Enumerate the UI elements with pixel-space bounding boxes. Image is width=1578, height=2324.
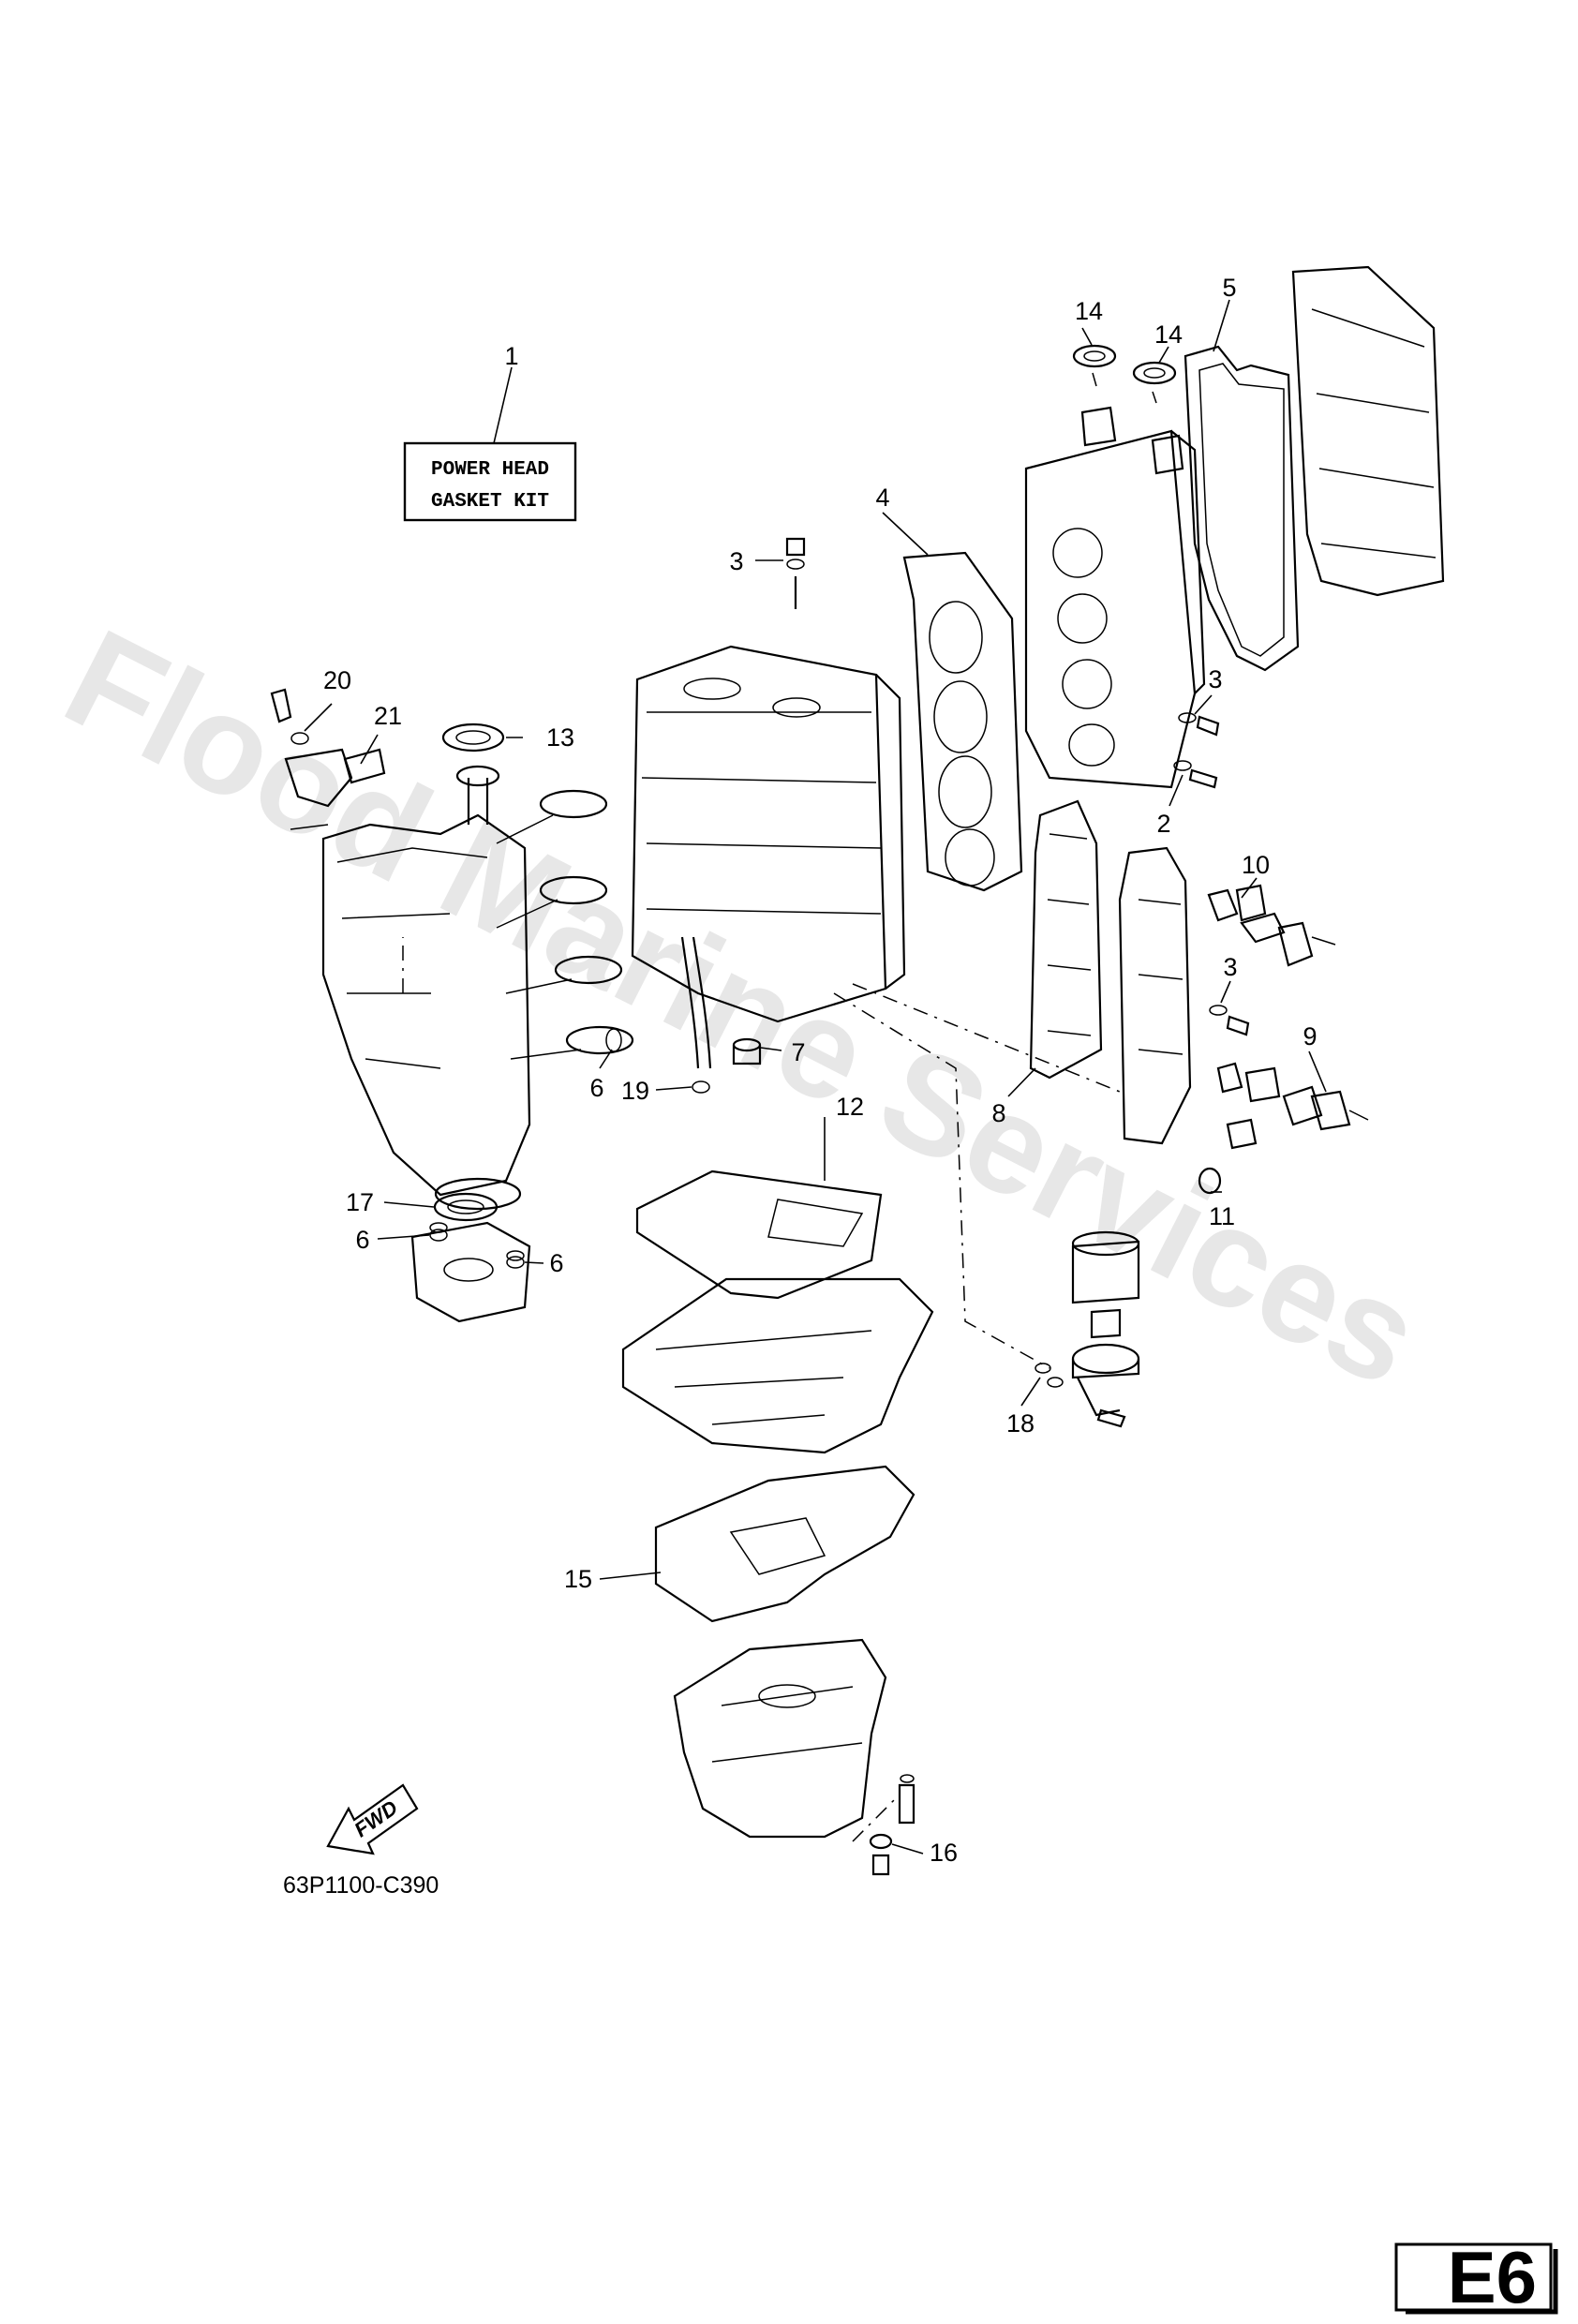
page-id-box: E6 [1394,2236,1558,2318]
cylinder-block-drawing [631,645,906,1069]
o-ring-6b-drawing [429,1229,448,1242]
exhaust-gasket-8-drawing [1029,799,1103,1080]
bolt-3-mid-drawing [1209,1005,1250,1036]
callout-18: 18 [1006,1409,1035,1438]
plug-7-drawing [732,1037,762,1065]
o-ring-19-drawing [692,1080,710,1094]
leader-lines [304,299,1327,1855]
alignment-line [852,1798,896,1842]
seal-11-drawing [1198,1167,1222,1195]
oil-seal-17-drawing [433,1192,499,1222]
callout-3-right: 3 [1208,665,1222,693]
callout-13: 13 [546,723,574,752]
oil-filter-drawing [1035,1230,1140,1428]
exhaust-guide-drawing [621,1277,934,1454]
fwd-arrow-icon: FWD [326,1783,419,1855]
oil-seal-14b-drawing [1132,361,1177,404]
crankcase-assembly-drawing [321,765,634,1211]
callout-21: 21 [374,702,402,730]
callout-1: 1 [504,342,518,370]
callout-14-right: 14 [1154,320,1183,349]
head-gasket-4-drawing [902,551,1023,892]
bolt-3-top-drawing [785,537,806,609]
callout-labels: 1 2 3 3 3 4 5 6 6 6 7 8 9 10 11 12 13 14… [323,274,1317,1867]
callout-16: 16 [930,1839,958,1867]
callout-14-left: 14 [1075,297,1103,325]
head-cover-drawing [1291,265,1445,597]
o-ring-6-drawing [605,1028,622,1052]
exhaust-cover-drawing [1118,846,1192,1145]
callout-20: 20 [323,666,351,694]
thermostat-10-drawing [1207,884,1336,967]
thermostat-9-drawing [1216,1062,1369,1150]
alignment-line [833,992,1050,1369]
callout-10: 10 [1242,851,1270,879]
callout-2: 2 [1156,810,1170,838]
callout-6-upper: 6 [589,1074,603,1102]
oil-seal-13-drawing [441,723,505,752]
kit-label-line1: POWER HEAD [431,459,549,481]
callout-5: 5 [1222,274,1236,302]
callout-9: 9 [1303,1022,1317,1050]
drain-bolt-16-drawing [869,1774,916,1876]
callout-4: 4 [875,484,889,512]
page-id-text: E6 [1448,2236,1537,2318]
alignment-line [852,983,1121,1093]
bolt-3-right-drawing [1178,712,1220,737]
callout-3-top: 3 [729,547,743,575]
callout-17: 17 [346,1188,374,1216]
callout-3-mid: 3 [1223,953,1237,981]
callout-19: 19 [621,1077,649,1105]
callout-11: 11 [1209,1202,1235,1230]
bolt-2-drawing [1173,760,1218,789]
callout-7: 7 [791,1038,805,1066]
gasket-kit-label: POWER HEAD GASKET KIT [403,441,577,522]
fwd-arrow-label: FWD [350,1795,401,1841]
oil-seal-14a-drawing [1072,344,1117,387]
callout-8: 8 [991,1099,1005,1127]
lower-housing-drawing [410,1221,531,1323]
cover-gasket-5-drawing [1184,345,1300,672]
o-ring-6c-drawing [506,1256,525,1269]
upper-casing-drawing [673,1638,887,1839]
callout-15: 15 [564,1565,592,1593]
cylinder-head-drawing [1024,406,1206,789]
drawing-code: 63P1100-C390 [283,1872,439,1899]
callout-6-lower-left: 6 [355,1226,369,1254]
callout-6-lower-right: 6 [549,1249,563,1277]
callout-12: 12 [836,1093,864,1121]
gasket-15-drawing [654,1465,916,1623]
kit-label-line2: GASKET KIT [431,491,549,513]
